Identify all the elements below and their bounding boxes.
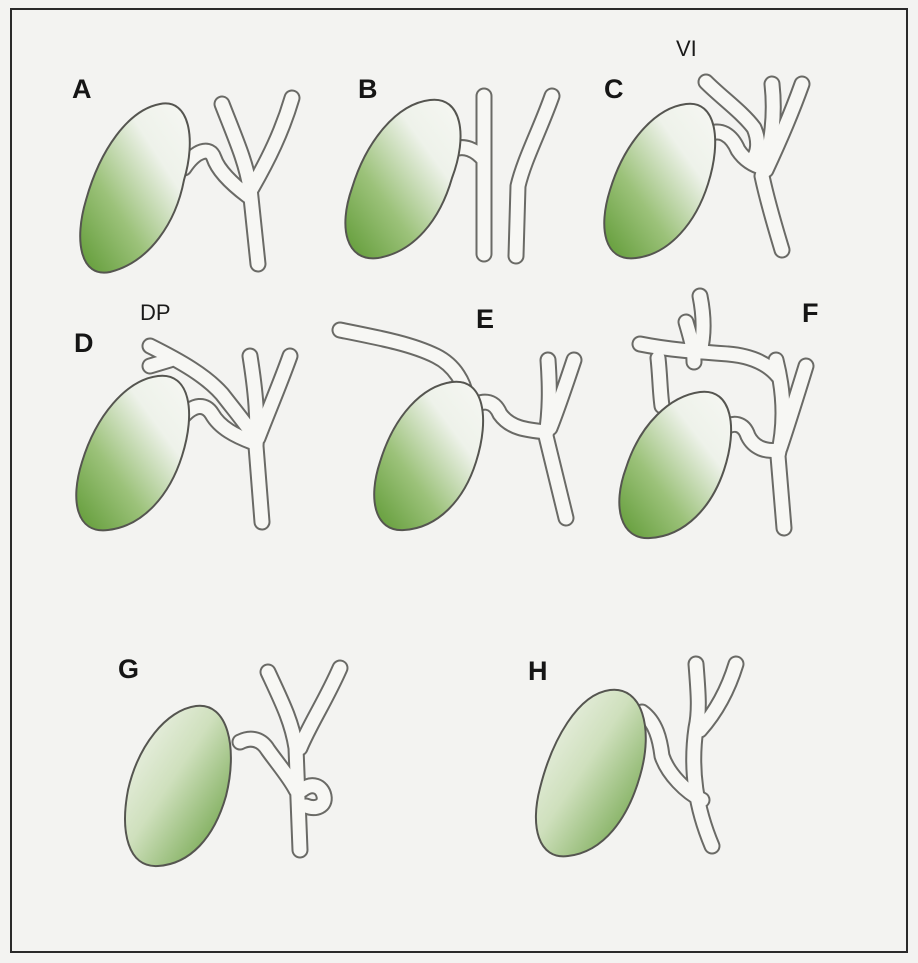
panel-label-f: F [802,298,819,328]
bile-ducts-h [642,664,736,846]
panel-b: B [345,74,552,258]
panel-f: F [619,296,818,538]
gallbladder-b [345,100,460,259]
panel-c: C VI [604,36,802,258]
annotation-vi: VI [676,36,697,61]
panel-label-b: B [358,74,378,104]
gallbladder-e [374,382,483,530]
bile-ducts-g [240,668,340,850]
annotation-dp: DP [140,300,171,325]
bile-ducts-c [706,82,802,250]
panel-label-h: H [528,656,548,686]
gallbladder-g [125,706,231,866]
panel-label-e: E [476,304,494,334]
panel-d: D DP [74,300,290,530]
panel-label-c: C [604,74,624,104]
panel-a: A [72,74,292,273]
bile-ducts-b [452,96,552,256]
gallbladder-h [536,690,646,857]
panel-label-d: D [74,328,94,358]
panel-g: G [118,654,340,866]
gallbladder-d [76,376,189,531]
gallbladder-a [80,103,190,272]
gallbladder-c [604,104,715,259]
panel-label-g: G [118,654,139,684]
panel-e: E [340,304,574,530]
panel-h: H [528,656,736,856]
panel-label-a: A [72,74,92,104]
gallbladder-f [619,392,731,538]
bile-ducts-a [184,98,292,264]
